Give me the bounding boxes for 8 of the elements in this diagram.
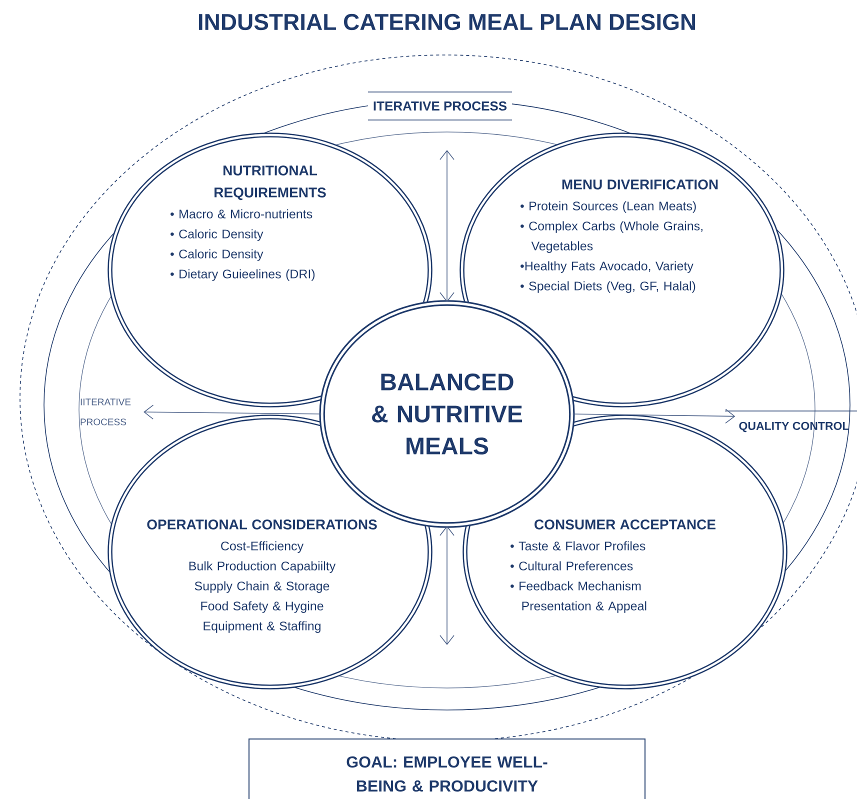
arrow	[440, 150, 454, 302]
banner-label: ITERATIVE PROCESS	[368, 92, 512, 120]
arrow	[144, 404, 322, 420]
side-label: QUALITY CONTROL	[724, 410, 857, 432]
goal-box: GOAL: EMPLOYEE WELL-BEING & PRODUCIVITY	[248, 738, 646, 799]
arrow	[572, 408, 736, 424]
arrow	[440, 526, 454, 645]
title: INDUSTRIAL CATERING MEAL PLAN DESIGN	[198, 14, 696, 30]
